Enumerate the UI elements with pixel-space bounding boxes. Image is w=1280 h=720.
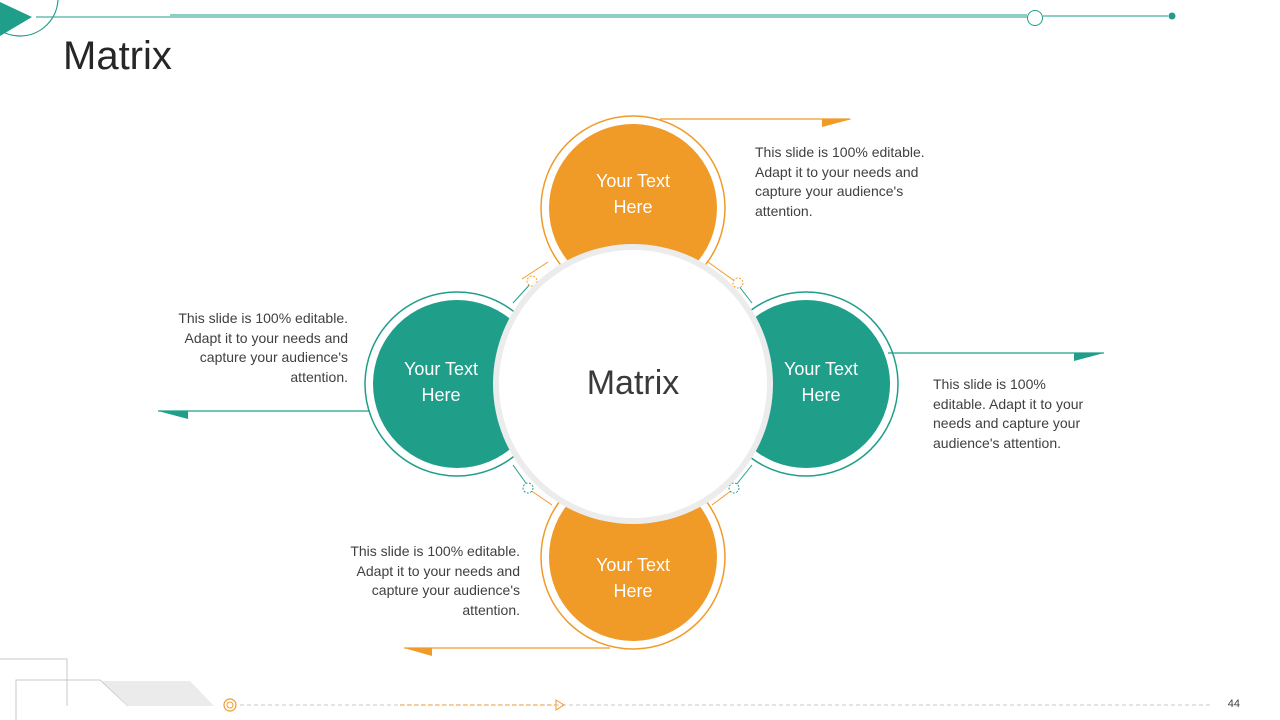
- node-bottom-description: This slide is 100% editable. Adapt it to…: [350, 543, 520, 618]
- header-divider: [36, 10, 1176, 26]
- node-left-label: Your Text Here: [403, 359, 479, 405]
- page-number: 44: [1227, 698, 1240, 710]
- node-left-circle: [373, 300, 541, 468]
- connector-top: [660, 118, 852, 127]
- page-title: Matrix: [63, 34, 172, 78]
- node-right-label: Your Text Here: [783, 359, 859, 405]
- center-label: Matrix: [586, 364, 680, 402]
- connector-left: [158, 410, 370, 419]
- node-top-circle: [549, 124, 717, 292]
- connector-right: [888, 352, 1104, 361]
- corner-decoration-bottom-left: [0, 658, 1210, 720]
- node-bottom-label: Your Text Here: [595, 555, 671, 601]
- corner-decoration-top-left: [0, 0, 59, 37]
- node-top-label: Your Text Here: [595, 171, 671, 217]
- node-left-description: This slide is 100% editable. Adapt it to…: [178, 310, 348, 385]
- ring-link-dots: [512, 261, 753, 506]
- connector-bottom: [404, 647, 610, 656]
- node-right-description: This slide is 100% editable. Adapt it to…: [933, 376, 1084, 451]
- node-top-description: This slide is 100% editable. Adapt it to…: [755, 144, 925, 219]
- center-circle: [499, 250, 767, 518]
